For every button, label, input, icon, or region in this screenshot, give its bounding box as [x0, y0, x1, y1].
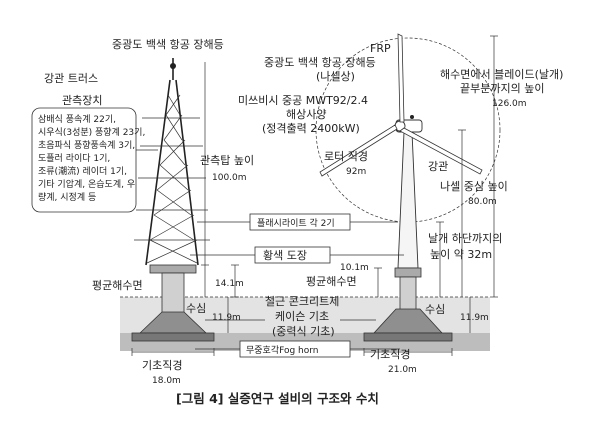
- right-base-value: 21.0m: [388, 365, 417, 375]
- blade-right: [399, 127, 483, 175]
- left-platform-height: 14.1m: [215, 279, 244, 289]
- blade-tip-label: 해수면에서 블레이드(날개): [440, 67, 563, 81]
- foghorn-label: 무중호각Fog horn: [246, 344, 319, 356]
- rotor-diameter-value: 92m: [346, 167, 366, 177]
- tower-height-value: 100.0m: [212, 173, 247, 183]
- left-msl-label: 평균해수면: [92, 278, 143, 292]
- left-obstruction-light: [170, 63, 176, 69]
- right-obstruction-light: [410, 115, 414, 119]
- left-base-value: 18.0m: [152, 376, 181, 386]
- caisson-label-2: 케이슨 기초: [275, 310, 329, 323]
- right-depth-value: 11.9m: [460, 313, 489, 323]
- left-dimensions: [131, 62, 239, 356]
- right-obstruction-light-label: 중광도 백색 항공 장해등: [264, 55, 376, 69]
- right-dimensions: [363, 35, 498, 356]
- nacelle-top-label: (나셀상): [316, 70, 355, 83]
- left-base-label: 기초직경: [142, 359, 182, 372]
- blade-low-label-2: 높이 약 32m: [430, 247, 492, 261]
- caisson-label-3: (중력식 기초): [272, 325, 335, 338]
- turbine-model: 미쓰비시 중공 MWT92/2.4: [238, 94, 368, 107]
- rotor-diameter-label: 로터 직경: [324, 150, 368, 163]
- wind-turbine: [315, 33, 501, 342]
- left-obstruction-light-label: 중광도 백색 항공 장해등: [112, 37, 224, 51]
- observation-tower: [131, 58, 215, 342]
- right-depth-label: 수심: [425, 303, 445, 316]
- flashlight-label: 플래시라이트 각 2기: [257, 217, 335, 229]
- blade-tip-value: 126.0m: [492, 99, 527, 109]
- hub-height-label: 나셀 중심 높이: [440, 180, 508, 193]
- instrument-item: 시우식(3성분) 풍향계 23기,: [38, 126, 145, 138]
- instrument-item: 삼배식 풍속계 22기,: [38, 113, 116, 125]
- instrument-item: 조류(潮流) 레이더 1기,: [38, 165, 127, 177]
- yellow-paint-label: 황색 도장: [263, 249, 307, 262]
- right-platform-height: 10.1m: [340, 263, 369, 273]
- truss-label: 강관 트러스: [44, 72, 98, 85]
- instrument-box: [31, 107, 137, 213]
- instrument-item: 초음파식 풍향풍속계 3기,: [38, 139, 135, 151]
- right-base-label: 기초직경: [370, 348, 410, 361]
- instrument-title: 관측장치: [62, 94, 102, 107]
- turbine-rated: (정격출력 2400kW): [262, 122, 360, 135]
- hub-height-value: 80.0m: [468, 197, 497, 207]
- center-callouts: [190, 213, 404, 358]
- figure-caption: [그림 4] 실증연구 설비의 구조와 수치: [176, 391, 379, 406]
- blade-low-label: 날개 하단까지의: [428, 231, 502, 245]
- left-depth-value: 11.9m: [212, 313, 241, 323]
- right-msl-label: 평균해수면: [306, 274, 357, 288]
- left-depth-label: 수심: [186, 302, 206, 315]
- rotor-circle: [315, 37, 501, 223]
- pipe-label: 강관: [428, 160, 448, 173]
- instrument-item: 량계, 시정계 등: [38, 191, 96, 203]
- caisson-label-1: 철근 콘크리트제: [265, 295, 339, 308]
- instrument-item: 도플러 라이다 1기,: [38, 153, 110, 164]
- blade-up: [397, 33, 405, 123]
- frp-label: FRP: [370, 42, 391, 55]
- blade-left: [319, 124, 398, 177]
- tower-height-label: 관측탑 높이: [200, 154, 254, 167]
- instrument-item: 기타 기압계, 온습도계, 우: [38, 178, 135, 190]
- blade-tip-label-2: 끝부분까지의 높이: [460, 82, 544, 95]
- turbine-spec: 해상사양: [286, 107, 326, 121]
